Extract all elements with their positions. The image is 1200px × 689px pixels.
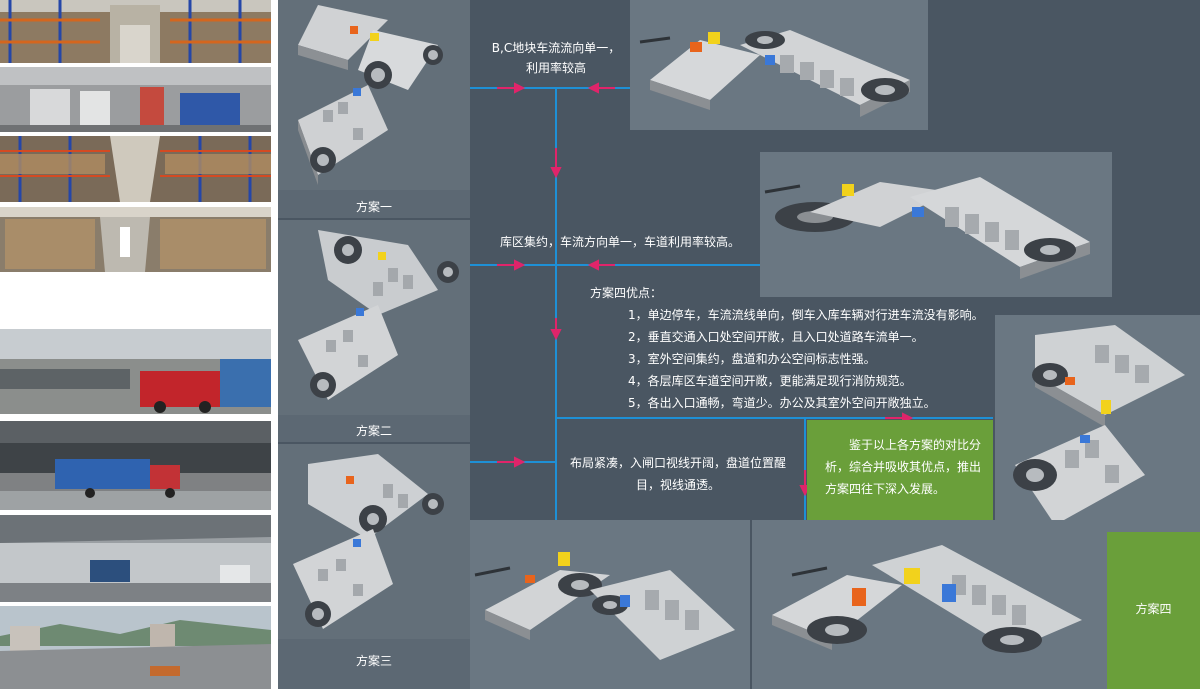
conclusion-box: 鉴于以上各方案的对比分 析，综合并吸收其优点，推出 方案四往下深入发展。 [807, 420, 993, 520]
scheme1-panel: 方案一 [278, 0, 470, 218]
compact-line2: 目，视线通透。 [635, 478, 720, 492]
advantage-item: 3，室外空间集约，盘道和办公空间标志性强。 [628, 352, 876, 366]
photo-storage-area [0, 207, 271, 272]
conclusion-line2: 析，综合并吸收其优点，推出 [825, 460, 982, 474]
photo-truck-parking [0, 421, 271, 510]
scheme1-3d-view [630, 0, 928, 130]
photo-park-aerial [0, 606, 271, 689]
scheme2-label: 方案二 [355, 424, 392, 438]
scheme4-label: 方案四 [1135, 602, 1172, 616]
scheme4-label-box: 方案四 [1107, 532, 1200, 689]
advantages-title: 方案四优点： [590, 286, 663, 300]
conclusion-line1: 鉴于以上各方案的对比分 [849, 438, 982, 452]
storage-note: 库区集约，车流方向单一，车道利用率较高。 [500, 235, 741, 249]
scheme2-panel: 方案二 [278, 220, 470, 442]
advantage-item: 4，各层库区车道空间开敞，更能满足现行消防规范。 [628, 374, 912, 388]
scheme3-3d-view [470, 520, 750, 689]
scheme3-panel: 方案三 [278, 444, 470, 689]
advantage-item: 1，单边停车，车流流线单向，倒车入库车辆对行进车流没有影响。 [628, 308, 984, 322]
advantage-item: 2，垂直交通入口处空间开敞，且入口处道路车流单一。 [628, 330, 924, 344]
scheme3-label: 方案三 [355, 654, 392, 668]
scheme4-3d-view [752, 520, 1107, 689]
advantage-item: 5，各出入口通畅，弯道少。办公及其室外空间开敞独立。 [628, 396, 936, 410]
photo-shelf-aisle [0, 136, 271, 202]
scheme2-3d-view [760, 152, 1112, 297]
compact-note: 布局紧凑，入闸口视线开阔，盘道位置醒 目，视线通透。 [558, 452, 798, 496]
photo-canopy-roadway [0, 515, 271, 602]
bc-flow-line1: B,C地块车流流向单一， [491, 41, 621, 55]
conclusion-line3: 方案四往下深入发展。 [825, 482, 946, 496]
photo-equipment-room [0, 67, 271, 132]
scheme4-3d-right-view [995, 315, 1200, 540]
bc-flow-note: B,C地块车流流向单一， 利用率较高 [486, 38, 626, 78]
photo-warehouse-shelves [0, 0, 271, 63]
compact-line1: 布局紧凑，入闸口视线开阔，盘道位置醒 [569, 456, 786, 470]
photo-loading-dock [0, 329, 271, 414]
scheme1-label: 方案一 [355, 200, 392, 214]
scheme4-advantages: 方案四优点： 1，单边停车，车流流线单向，倒车入库车辆对行进车流没有影响。 2，… [590, 282, 990, 414]
bc-flow-line2: 利用率较高 [525, 61, 586, 75]
